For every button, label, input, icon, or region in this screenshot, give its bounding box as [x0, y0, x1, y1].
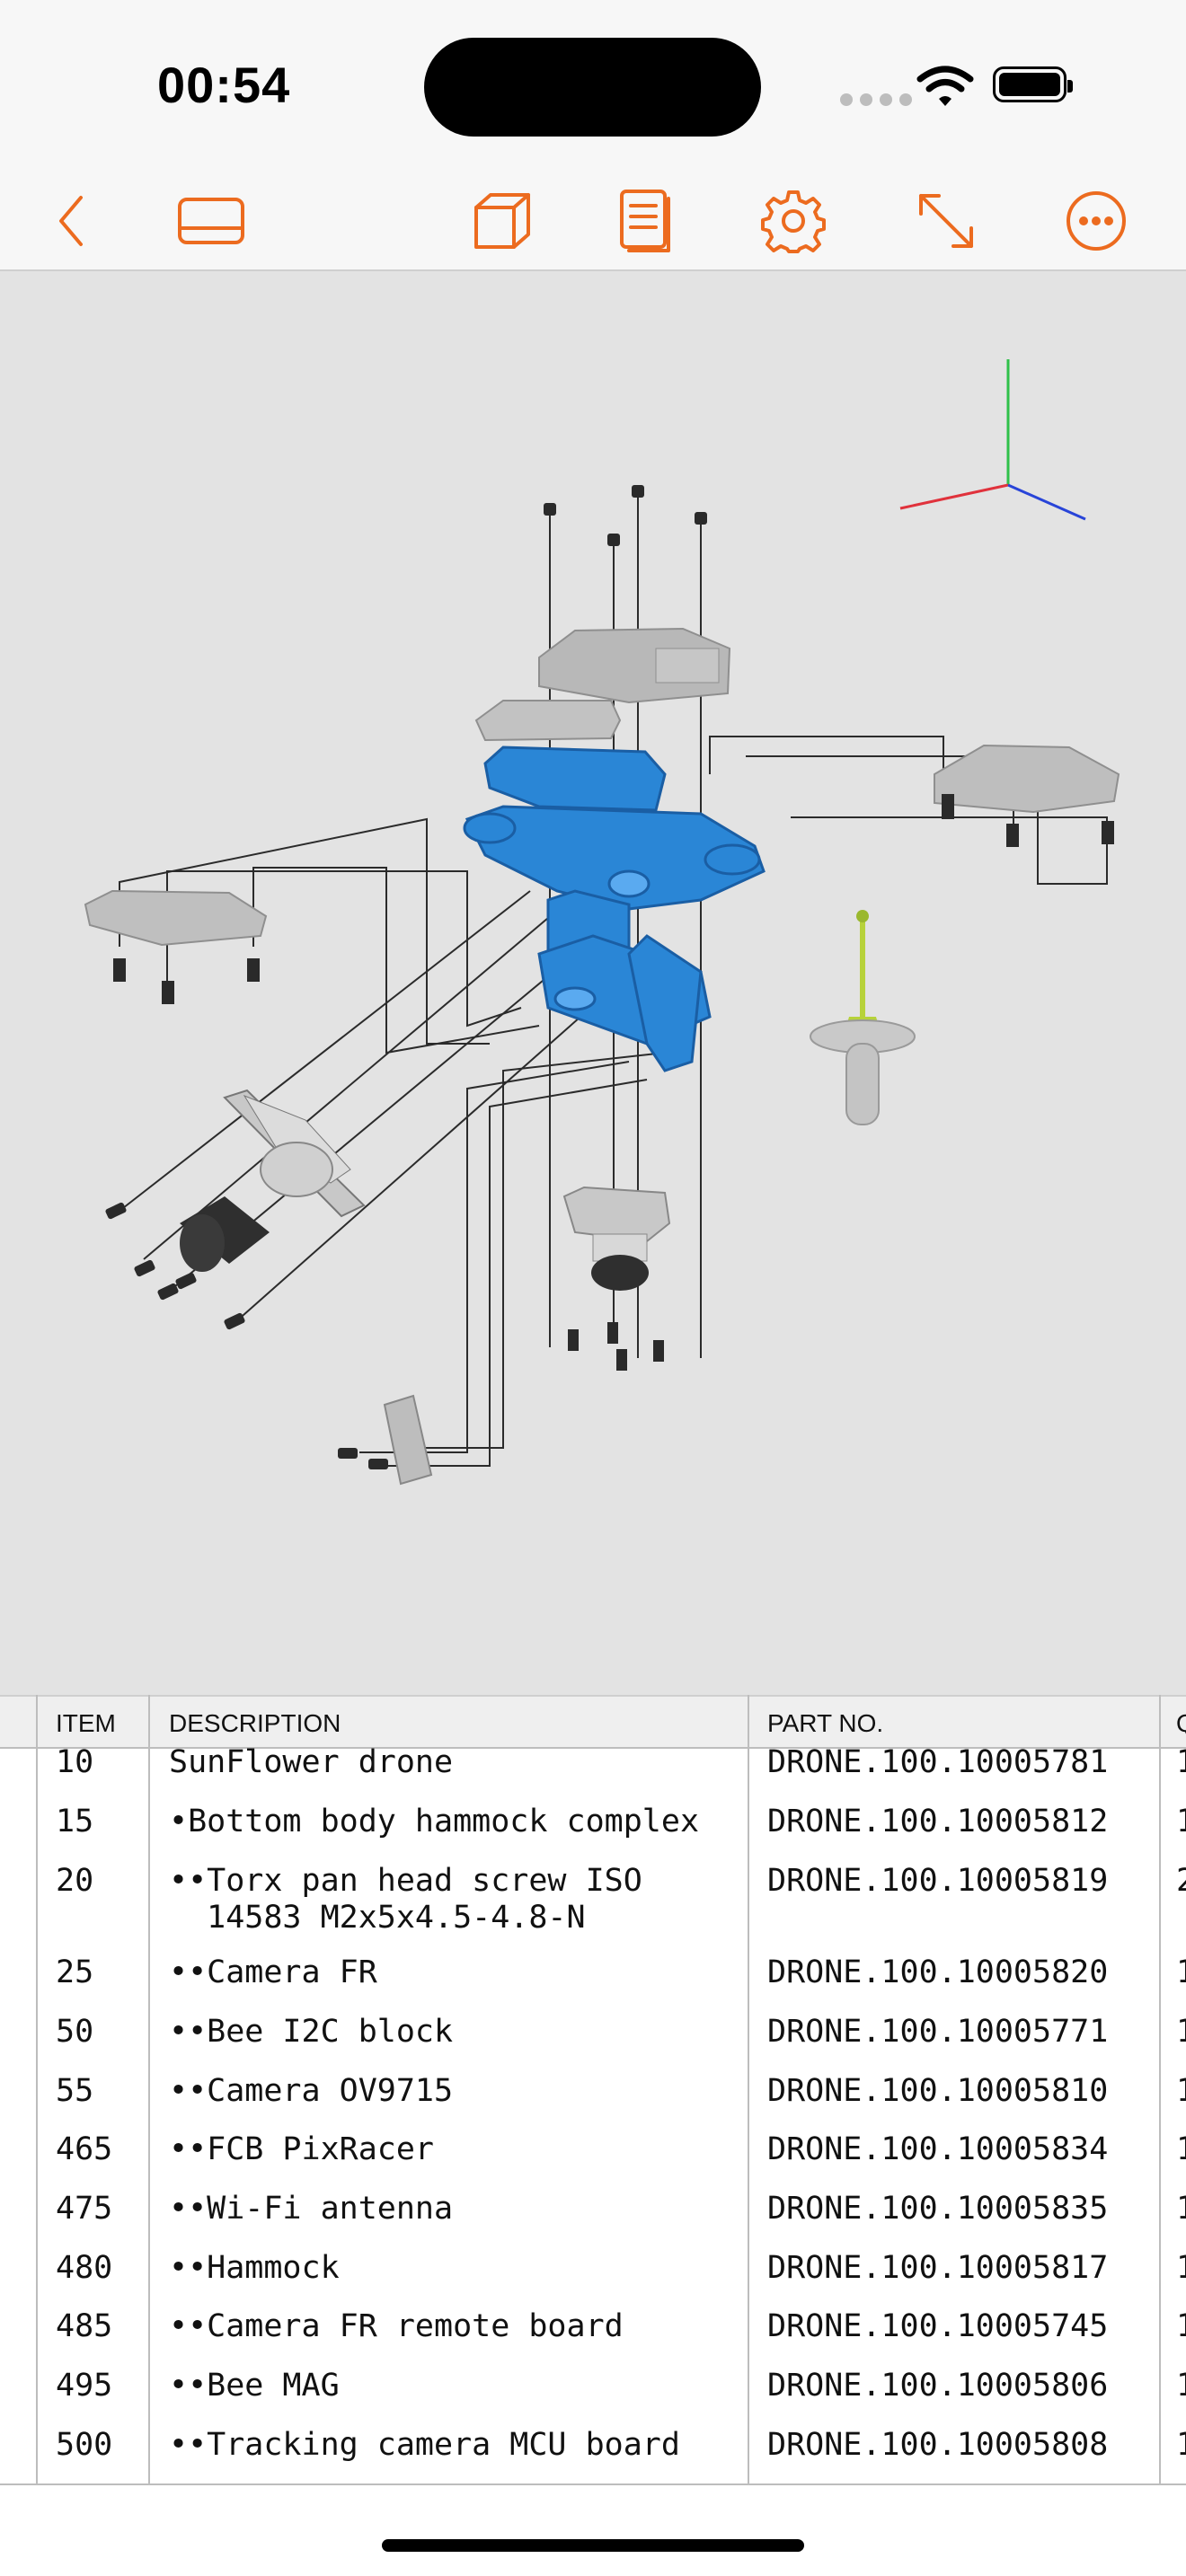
cell-description: ••Bee I2C block	[169, 2014, 454, 2050]
cell-description: ••Hammock	[169, 2250, 340, 2286]
cell-part-no: DRONE.100.10005820	[767, 1954, 1109, 1990]
battery-icon	[993, 66, 1073, 102]
cell-part-no: DRONE.100.10005781	[767, 1744, 1109, 1780]
cell-item: 20	[56, 1863, 94, 1899]
cell-part-no: DRONE.100.10005834	[767, 2131, 1109, 2167]
camera-ov9715	[562, 1186, 671, 1371]
cell-part-no: DRONE.100.10005812	[767, 1804, 1109, 1839]
column-divider	[748, 1695, 749, 2483]
board-left	[84, 889, 268, 1004]
cell-description: ••Camera OV9715	[169, 2073, 454, 2109]
cell-qty: 1	[1176, 1954, 1186, 1990]
wifi-icon	[916, 66, 974, 106]
cell-description: ••FCB PixRacer	[169, 2131, 435, 2167]
table-header: ITEM DESCRIPTION PART NO. Q	[0, 1695, 1186, 1749]
wifi-antenna	[810, 910, 916, 1125]
cell-description: •Bottom body hammock complex	[169, 1804, 700, 1839]
axis-gizmo	[899, 359, 1086, 521]
3d-viewport[interactable]	[0, 271, 1186, 1937]
cell-part-no: DRONE.100.10005835	[767, 2191, 1109, 2227]
cellular-signal-icon	[840, 93, 919, 110]
cell-description: ••Bee MAG	[169, 2368, 340, 2404]
expand-arrows-icon[interactable]	[910, 189, 982, 253]
cell-item: 55	[56, 2073, 94, 2109]
column-divider	[36, 1695, 38, 2483]
cell-qty: 1	[1176, 2191, 1186, 2227]
header-qty[interactable]: Q	[1176, 1709, 1186, 1737]
board-right	[934, 744, 1120, 847]
cell-qty: 1	[1176, 2308, 1186, 2344]
gear-icon[interactable]	[757, 189, 829, 253]
cell-qty: 1	[1176, 1804, 1186, 1839]
remote-board	[338, 1394, 433, 1486]
header-description[interactable]: DESCRIPTION	[169, 1709, 341, 1737]
cell-qty: 1	[1176, 2250, 1186, 2286]
more-ellipsis-icon[interactable]	[1060, 189, 1132, 253]
cell-part-no: DRONE.100.10005806	[767, 2368, 1109, 2404]
cell-item: 465	[56, 2131, 113, 2167]
cell-part-no: DRONE.100.10005810	[767, 2073, 1109, 2109]
cell-item: 480	[56, 2250, 113, 2286]
document-icon[interactable]	[609, 189, 681, 253]
cell-description: ••Torx pan head screw ISO 14583 M2x5x4.5…	[169, 1863, 642, 1936]
cell-qty: 1	[1176, 2014, 1186, 2050]
dynamic-island	[424, 38, 761, 137]
status-bar: 00:54	[0, 0, 1186, 171]
cell-item: 500	[56, 2427, 113, 2463]
table-bottom-border	[0, 2483, 1186, 2485]
cell-description: ••Wi-Fi antenna	[169, 2191, 454, 2227]
hammock-frame	[463, 745, 766, 1072]
cell-part-no: DRONE.100.10005771	[767, 2014, 1109, 2050]
cube-icon[interactable]	[465, 189, 537, 253]
cell-item: 25	[56, 1954, 94, 1990]
bom-table: ITEM DESCRIPTION PART NO. Q 10 SunFlower …	[0, 1695, 1186, 2483]
back-chevron-icon[interactable]	[36, 189, 108, 253]
cell-qty: 1	[1176, 2368, 1186, 2404]
cell-item: 50	[56, 2014, 94, 2050]
screws-top	[544, 485, 707, 546]
board-top	[474, 627, 731, 742]
cell-description: SunFlower drone	[169, 1744, 454, 1780]
exploded-model[interactable]	[0, 271, 1186, 1574]
cell-item: 495	[56, 2368, 113, 2404]
cell-item: 10	[56, 1744, 94, 1780]
column-divider	[1159, 1695, 1161, 2483]
cell-qty: 1	[1176, 1744, 1186, 1780]
cell-part-no: DRONE.100.10005808	[767, 2427, 1109, 2463]
cell-item: 15	[56, 1804, 94, 1839]
cell-item: 475	[56, 2191, 113, 2227]
toolbar	[0, 171, 1186, 271]
column-divider	[148, 1695, 150, 2483]
cell-part-no: DRONE.100.10005745	[767, 2308, 1109, 2344]
screws-left	[105, 1202, 245, 1330]
cell-part-no: DRONE.100.10005819	[767, 1863, 1109, 1899]
header-part-no[interactable]: PART NO.	[767, 1709, 884, 1737]
cell-description: ••Camera FR	[169, 1954, 377, 1990]
cell-description: ••Camera FR remote board	[169, 2308, 624, 2344]
cell-qty: 1	[1176, 2131, 1186, 2167]
cell-description: ••Tracking camera MCU board	[169, 2427, 680, 2463]
home-indicator[interactable]	[382, 2539, 804, 2552]
status-time: 00:54	[157, 57, 291, 113]
cell-qty: 1	[1176, 2427, 1186, 2463]
panel-icon[interactable]	[175, 189, 247, 253]
camera-fr	[180, 1089, 366, 1272]
cell-part-no: DRONE.100.10005817	[767, 2250, 1109, 2286]
cell-qty: 2	[1176, 1863, 1186, 1899]
header-item[interactable]: ITEM	[56, 1709, 116, 1737]
cell-qty: 1	[1176, 2073, 1186, 2109]
cell-item: 485	[56, 2308, 113, 2344]
